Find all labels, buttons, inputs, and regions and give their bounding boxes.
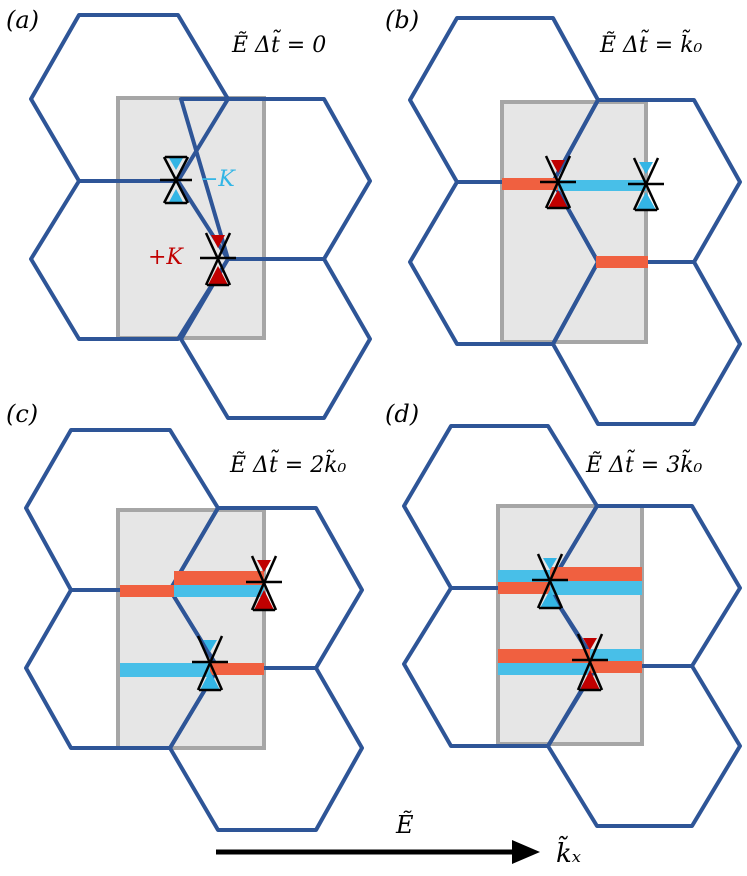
k-plus-label: +K [148, 245, 184, 270]
red-stripe [210, 663, 264, 675]
red-stripe [498, 582, 550, 594]
field-arrow: Ẽ k̃ₓ [216, 810, 581, 869]
k-plus-cone [572, 633, 608, 692]
hexagon-lattice [29, 13, 372, 420]
k-plus-cone [246, 555, 282, 612]
blue-stripe [558, 180, 646, 191]
blue-stripe [120, 663, 210, 677]
hexagon-lattice [24, 428, 364, 832]
panel-label: (d) [385, 400, 419, 428]
field-label: Ẽ [395, 810, 414, 839]
k-minus-cone [192, 635, 228, 692]
hexagon-lattice [408, 16, 742, 426]
k-minus-label: −K [200, 167, 236, 192]
red-stripe [596, 256, 648, 268]
brillouin-zone [116, 508, 266, 750]
panel-c: (c) Ẽ Δt̃ = 2k̃₀ [6, 400, 364, 832]
panel-equation: Ẽ Δt̃ = 3k̃₀ [585, 448, 703, 478]
blue-stripe [174, 585, 264, 597]
panel-equation: Ẽ Δt̃ = k̃₀ [599, 28, 703, 58]
k-minus-cone [628, 157, 664, 212]
k-minus-cone [160, 155, 192, 205]
panel-label: (a) [6, 6, 39, 34]
blue-stripe [550, 581, 642, 595]
panel-b: (b) Ẽ Δt̃ = k̃₀ [385, 6, 742, 426]
red-stripe [174, 571, 264, 585]
red-stripe [120, 585, 174, 597]
panel-d: (d) Ẽ Δt̃ = 3k̃₀ [385, 400, 742, 828]
hexagon-lattice [402, 424, 742, 828]
blue-stripe [498, 663, 590, 675]
k-plus-cone [200, 232, 236, 287]
red-stripe [498, 649, 590, 663]
axis-label: k̃ₓ [556, 835, 581, 869]
red-stripe [590, 661, 642, 673]
blue-stripe [590, 649, 642, 661]
panel-label: (b) [385, 6, 419, 34]
red-stripe [550, 567, 642, 581]
panel-label: (c) [6, 400, 38, 428]
panel-equation: Ẽ Δt̃ = 2k̃₀ [229, 448, 347, 478]
k-minus-cone [532, 553, 568, 610]
k-plus-cone [540, 155, 576, 210]
panel-a: −K +K (a) Ẽ Δt̃ = 0 [6, 6, 372, 420]
red-stripe [502, 178, 558, 190]
panel-equation: Ẽ Δt̃ = 0 [231, 28, 326, 58]
